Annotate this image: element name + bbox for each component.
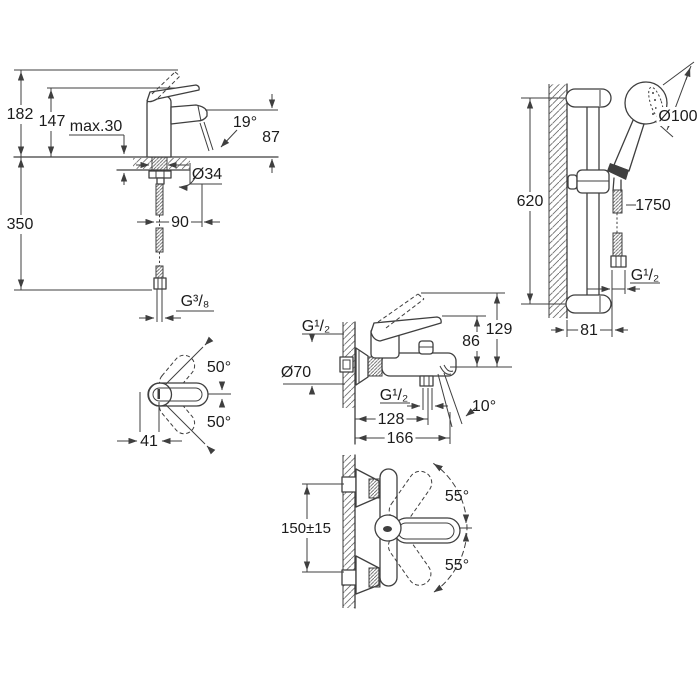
threaded-connection [368, 567, 381, 588]
dim-bath-outlet-reach: 128 [378, 411, 405, 428]
counter-hatch-left [133, 158, 152, 169]
bath-mixer-front-outline [341, 468, 461, 595]
rail-bracket-bottom [565, 294, 612, 314]
dim-shower-head-dia: Ø100 [658, 108, 697, 125]
dim-bath-swing-down: 55° [445, 557, 469, 574]
swivel-arrow [178, 175, 197, 191]
lever-solid [146, 84, 200, 103]
flex-hose [155, 265, 164, 279]
mounting-nut [148, 170, 172, 179]
dim-bath-center-distance: 150±15 [281, 520, 331, 537]
slider-knob [567, 174, 578, 190]
wall-union-nut [339, 356, 354, 373]
dim-basin-swivel-down: 50° [207, 414, 231, 431]
dim-bath-outlet-thread: G¹/₂ [380, 387, 408, 404]
handle-pivot [147, 382, 173, 407]
shower-hose [612, 232, 623, 257]
dim-basin-spout-reach: 90 [171, 214, 189, 231]
dim-basin-handle-offset: 41 [140, 433, 158, 450]
view-basin-mixer-top: 50° 50° 41 [117, 336, 231, 455]
dim-basin-swivel-up: 50° [207, 359, 231, 376]
dim-shower-rail-length: 620 [517, 193, 544, 210]
dim-bath-spout-angle: 10° [472, 398, 496, 415]
dim-bath-body-height: 86 [462, 333, 480, 350]
wall-hatch [549, 84, 567, 318]
hand-shower [607, 81, 668, 180]
view-shower-rail-set: Ø100 620 1750 G¹/₂ 81 [514, 61, 700, 340]
dim-basin-hose-length: 350 [7, 216, 34, 233]
dim-basin-spout-top-height: 147 [39, 113, 66, 130]
view-bath-mixer-front: 150±15 55° 55° [279, 454, 472, 609]
threaded-shank [151, 156, 168, 172]
dim-basin-outlet-height: 87 [262, 129, 280, 146]
threaded-connection [367, 356, 383, 377]
hose-nut [153, 277, 167, 290]
dim-basin-hole-dia: Ø34 [192, 166, 222, 183]
dim-bath-inlet-thread: G¹/₂ [302, 318, 330, 335]
dim-bath-total-reach: 166 [387, 430, 414, 447]
dim-basin-total-height: 182 [7, 106, 34, 123]
wall-union-nut [341, 476, 357, 493]
counter-hatch-right [168, 158, 190, 169]
hand-shower-nozzle [607, 163, 629, 180]
view-basin-mixer-side: 182 147 max.30 19° 87 Ø34 90 350 G³/₈ [4, 69, 280, 322]
shower-hose [612, 189, 623, 214]
shower-outlet [419, 375, 434, 387]
handle-top-view [147, 382, 209, 407]
water-stream [199, 122, 210, 152]
spout [170, 104, 208, 125]
rail-bracket-top [565, 88, 612, 108]
pivot-mark [157, 389, 160, 399]
dim-shower-hose-length: 1750 [635, 197, 671, 214]
lever-raised-dashed [377, 293, 425, 329]
dim-shower-wall-offset: 81 [580, 322, 598, 339]
lever-raised-dashed [151, 71, 181, 99]
hand-shower-handle [613, 117, 645, 172]
dim-bath-total-height: 129 [486, 321, 513, 338]
basin-faucet-outline [146, 71, 214, 322]
dim-bath-escutcheon-dia: Ø70 [281, 364, 311, 381]
bath-mixer-outline [339, 293, 463, 428]
dim-basin-stream-angle: 19° [233, 114, 257, 131]
water-stream [203, 121, 214, 151]
wall-union-nut [341, 569, 357, 586]
escutcheon [355, 347, 369, 386]
dim-basin-thread: G³/₈ [181, 293, 210, 310]
dim-bath-swing-up: 55° [445, 488, 469, 505]
handle-hub-mark [383, 526, 392, 532]
threaded-connection [368, 478, 381, 499]
spout-angle-line [443, 372, 463, 425]
view-bath-mixer-side: G¹/₂ Ø70 129 86 G¹/₂ 10° 128 166 [281, 292, 515, 448]
hose-nut [610, 255, 627, 268]
flex-hose [155, 183, 164, 216]
dim-shower-thread: G¹/₂ [631, 267, 659, 284]
dim-basin-deck-max: max.30 [70, 118, 123, 135]
flex-hose [155, 227, 164, 253]
lever-solid [370, 316, 442, 342]
